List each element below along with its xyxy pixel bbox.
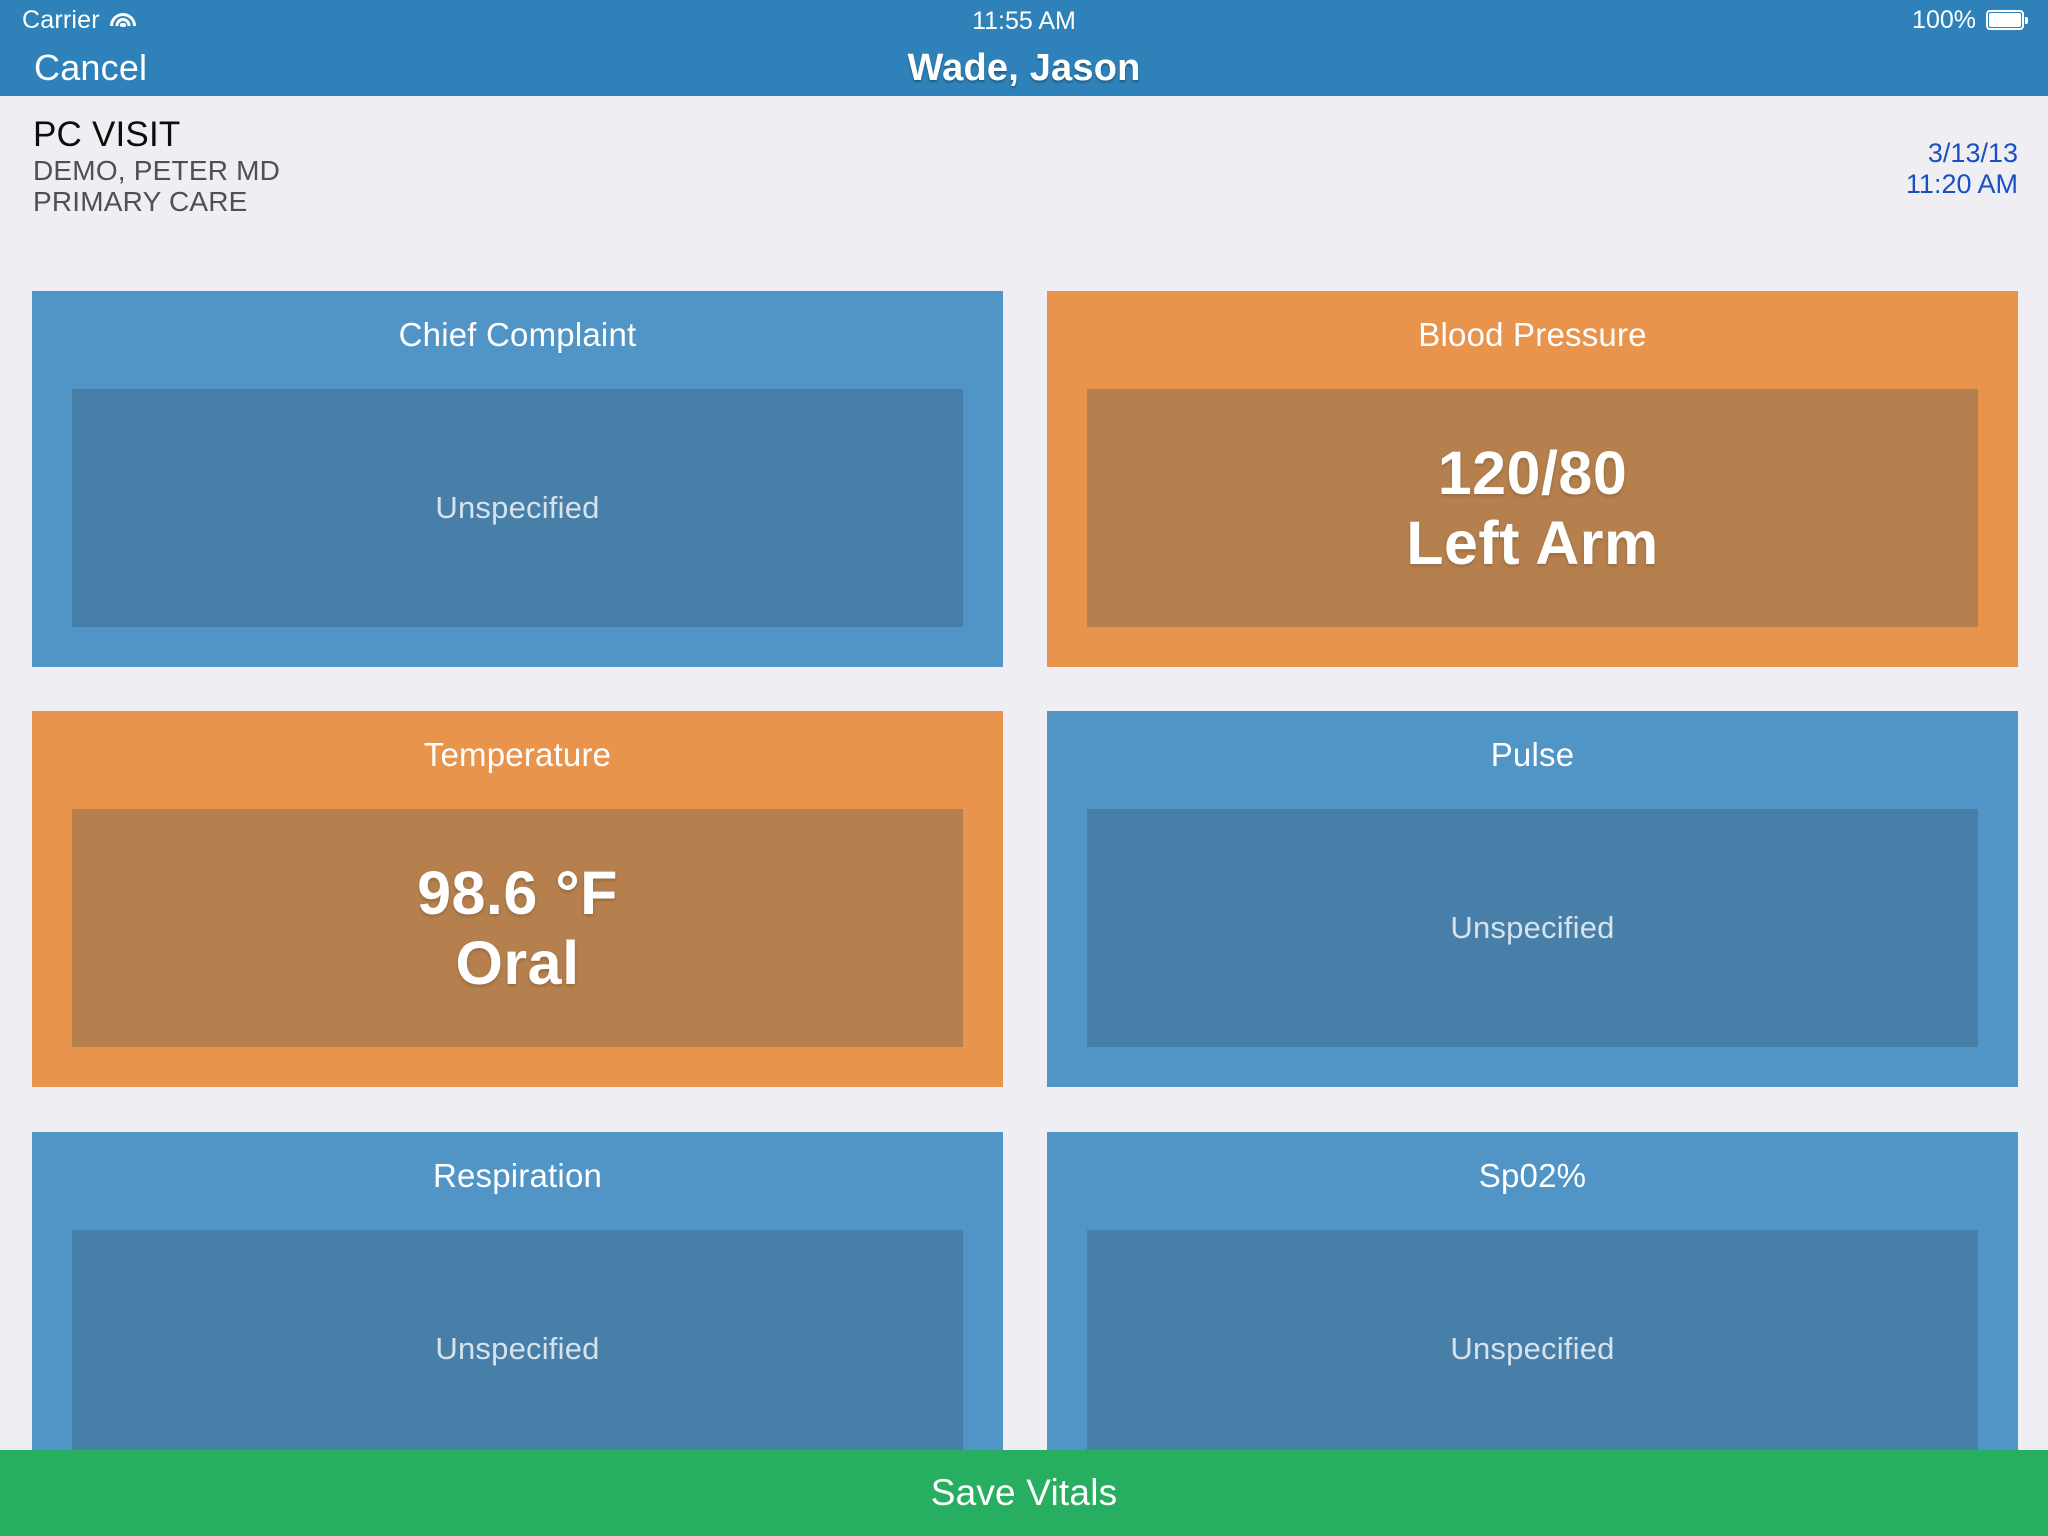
status-bar: Carrier 11:55 AM 100%	[0, 0, 2048, 40]
battery-percent-label: 100%	[1912, 5, 1976, 34]
card-title: Respiration	[432, 1157, 603, 1194]
visit-department-label: PRIMARY CARE	[33, 186, 248, 217]
visit-datetime: 3/13/13 11:20 AM	[1906, 138, 2018, 200]
card-value-primary: 98.6 °F	[417, 859, 618, 927]
card-value-panel[interactable]: Unspecified	[72, 1230, 963, 1468]
card-placeholder: Unspecified	[1450, 910, 1615, 945]
card-value-panel[interactable]: 98.6 °F Oral	[72, 809, 963, 1047]
card-placeholder: Unspecified	[435, 490, 600, 525]
vitals-card-temperature[interactable]: Temperature 98.6 °F Oral	[32, 711, 1003, 1087]
vitals-card-chief-complaint[interactable]: Chief Complaint Unspecified	[32, 291, 1003, 667]
card-title: Sp02%	[1478, 1157, 1587, 1194]
save-vitals-button[interactable]: Save Vitals	[0, 1450, 2048, 1536]
card-value-panel[interactable]: Unspecified	[72, 389, 963, 627]
vitals-card-respiration[interactable]: Respiration Unspecified	[32, 1132, 1003, 1508]
card-value-panel[interactable]: Unspecified	[1087, 809, 1978, 1047]
card-value-secondary: Left Arm	[1406, 509, 1659, 577]
cancel-button[interactable]: Cancel	[34, 47, 148, 88]
card-title: Chief Complaint	[398, 316, 637, 353]
visit-date-label: 3/13/13	[1927, 138, 2018, 168]
battery-full-icon	[1986, 10, 2028, 30]
page-title: Wade, Jason	[907, 46, 1141, 89]
card-title: Pulse	[1490, 736, 1575, 773]
vitals-card-blood-pressure[interactable]: Blood Pressure 120/80 Left Arm	[1047, 291, 2018, 667]
navigation-bar: Cancel Wade, Jason	[0, 40, 2048, 96]
status-bar-clock: 11:55 AM	[972, 7, 1076, 35]
visit-time-label: 11:20 AM	[1905, 169, 2018, 199]
status-bar-left: Carrier	[22, 0, 136, 40]
carrier-label: Carrier	[22, 5, 100, 34]
wifi-icon	[109, 10, 136, 30]
card-placeholder: Unspecified	[435, 1331, 600, 1366]
status-bar-right: 100%	[1912, 0, 2028, 40]
card-value-primary: 120/80	[1437, 439, 1628, 507]
card-title: Temperature	[423, 736, 612, 773]
visit-info: PC VISIT DEMO, PETER MD PRIMARY CARE	[33, 114, 280, 217]
vitals-card-pulse[interactable]: Pulse Unspecified	[1047, 711, 2018, 1087]
card-title: Blood Pressure	[1418, 316, 1647, 353]
card-value-panel[interactable]: Unspecified	[1087, 1230, 1978, 1468]
card-value-panel[interactable]: 120/80 Left Arm	[1087, 389, 1978, 627]
card-placeholder: Unspecified	[1450, 1331, 1615, 1366]
visit-type-label: PC VISIT	[33, 115, 181, 154]
card-value-secondary: Oral	[455, 929, 580, 997]
visit-provider-label: DEMO, PETER MD	[33, 155, 281, 186]
vitals-card-grid: Chief Complaint Unspecified Blood Pressu…	[0, 256, 2048, 1508]
visit-header: PC VISIT DEMO, PETER MD PRIMARY CARE 3/1…	[0, 96, 2048, 256]
vitals-card-spo2[interactable]: Sp02% Unspecified	[1047, 1132, 2018, 1508]
